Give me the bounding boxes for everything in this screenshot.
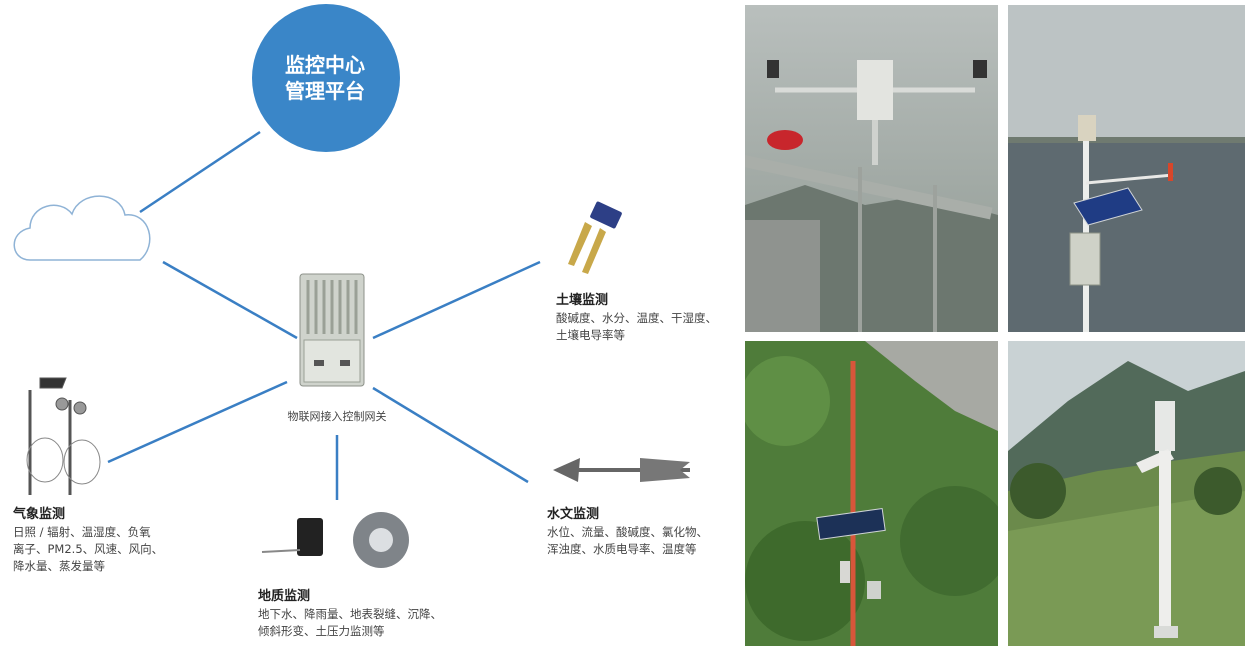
soil-title: 土壤监测 [556, 293, 609, 308]
hydrology-monitoring-block: 水文监测 水位、流量、酸碱度、氯化物、 浑浊度、水质电导率、温度等 [547, 506, 708, 558]
geology-desc-1: 地下水、降雨量、地表裂缝、沉降、 [258, 607, 442, 621]
monitoring-center-label: 监控中心 管理平台 [255, 52, 395, 104]
network-diagram [13, 4, 690, 568]
geology-desc-2: 倾斜形变、土压力监测等 [258, 624, 385, 638]
link-gateway-weather [107, 380, 288, 464]
soil-desc-1: 酸碱度、水分、温度、干湿度、 [556, 311, 717, 325]
center-line-2: 管理平台 [285, 79, 365, 103]
link-center-cloud [139, 130, 261, 214]
weather-station-photo [745, 5, 998, 332]
link-gateway-soil [372, 260, 541, 340]
hydrology-desc-2: 浑浊度、水质电导率、温度等 [547, 542, 697, 556]
mountain-station-photo [745, 341, 998, 646]
hillside-station-photo [1008, 341, 1245, 646]
weather-desc-1: 日照 / 辐射、温湿度、负氧 [13, 525, 151, 539]
geology-monitoring-block: 地质监测 地下水、降雨量、地表裂缝、沉降、 倾斜形变、土压力监测等 [258, 588, 442, 640]
hydrology-title: 水文监测 [547, 507, 600, 522]
weather-sensor-icon [26, 377, 101, 495]
gateway-label: 物联网接入控制网关 [287, 410, 387, 423]
soil-desc-2: 土壤电导率等 [556, 328, 625, 342]
gateway-device-icon [299, 273, 365, 387]
geology-title: 地质监测 [258, 589, 311, 604]
center-line-1: 监控中心 [285, 53, 365, 77]
monitoring-center-circle [252, 4, 400, 152]
weather-monitoring-block: 气象监测 日照 / 辐射、温湿度、负氧 离子、PM2.5、风速、风向、 降水量、… [13, 506, 163, 575]
lake-station-photo [1008, 5, 1245, 332]
hydrology-sensor-icon [553, 458, 690, 482]
weather-title: 气象监测 [13, 507, 66, 522]
weather-desc-2: 离子、PM2.5、风速、风向、 [13, 542, 164, 556]
soil-sensor-icon [568, 201, 622, 274]
link-gateway-hydrology [372, 386, 529, 484]
geology-sensor-icon [261, 512, 409, 568]
cloud-icon [13, 195, 151, 261]
hydrology-desc-1: 水位、流量、酸碱度、氯化物、 [547, 525, 708, 539]
weather-desc-3: 降水量、蒸发量等 [13, 559, 105, 573]
soil-monitoring-block: 土壤监测 酸碱度、水分、温度、干湿度、 土壤电导率等 [556, 292, 717, 344]
link-cloud-gateway [162, 260, 298, 340]
